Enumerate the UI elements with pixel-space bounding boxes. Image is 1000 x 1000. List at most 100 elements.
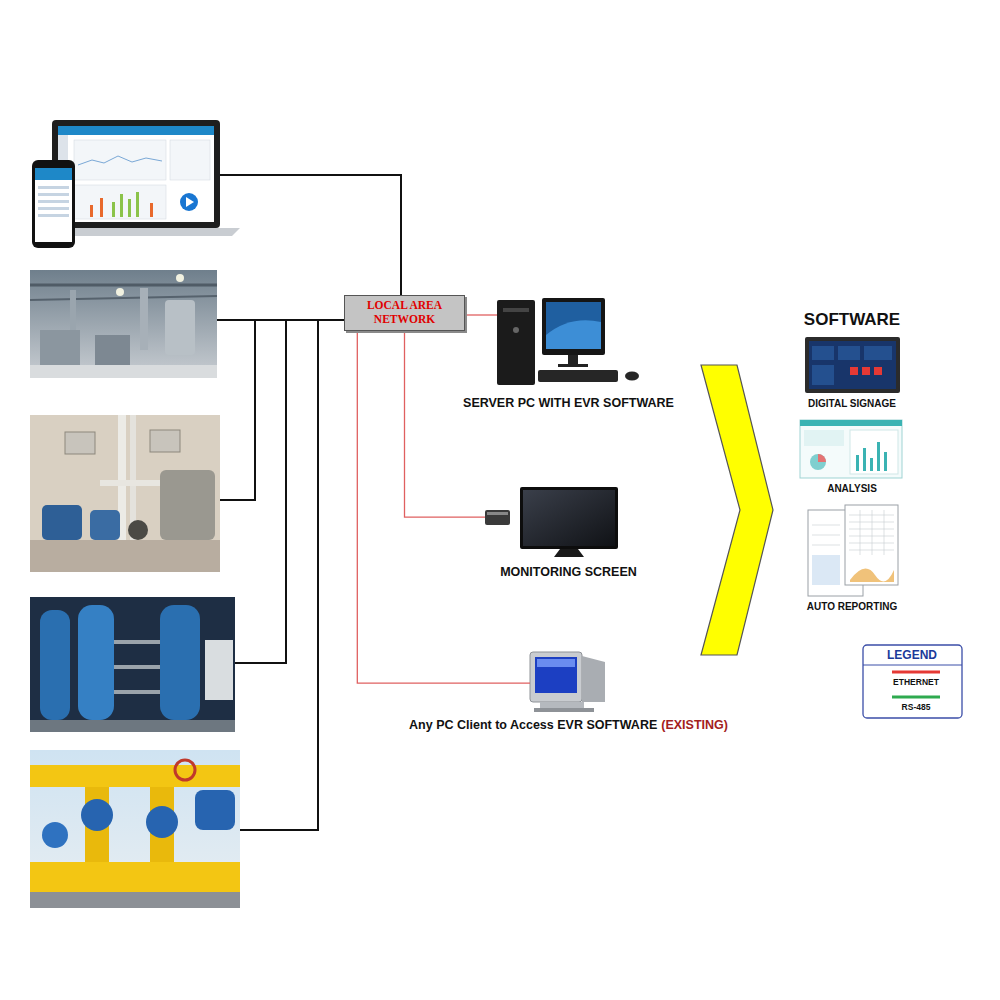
monitoring-screen-picture-shape <box>523 490 615 546</box>
laptop-picture-shape <box>150 203 153 217</box>
server-pc-picture-shape <box>568 355 578 365</box>
laptop-picture-shape <box>128 199 131 217</box>
plant-room-picture-shape <box>30 415 220 572</box>
auto-reporting-picture-shape <box>812 555 840 585</box>
analysis-picture <box>800 420 902 478</box>
analysis-picture-shape <box>818 454 826 462</box>
server-pc-picture-shape <box>503 308 529 312</box>
plant-room-picture-shape <box>30 540 220 572</box>
laptop-picture-shape <box>35 168 72 180</box>
gas-pipeline-picture <box>30 750 240 908</box>
gas-pipeline-picture-shape <box>30 862 240 892</box>
ethernet-link <box>405 331 486 518</box>
monitoring-screen-picture-shape <box>554 549 584 557</box>
pc-client-picture-shape <box>537 659 575 667</box>
gas-pipeline-picture-shape <box>30 892 240 908</box>
digital-signage-picture-shape <box>838 346 860 360</box>
water-treatment-picture-shape <box>114 640 160 644</box>
factory-picture-shape <box>30 284 217 287</box>
laptop-picture-shape <box>38 193 69 196</box>
water-treatment-picture-shape <box>30 597 235 732</box>
auto-reporting-picture-shape <box>849 522 894 523</box>
digital-signage-picture-shape <box>850 367 858 375</box>
factory-picture-shape <box>40 330 80 365</box>
plant-room-picture-shape <box>128 520 148 540</box>
client-node: Any PC Client to Access EVR SOFTWARE(EXI… <box>530 652 605 712</box>
gas-pipeline-picture-shape <box>195 790 235 830</box>
auto-reporting-picture-shape <box>812 535 840 536</box>
laptop-picture-shape <box>38 200 69 203</box>
factory-picture-shape <box>140 288 148 350</box>
pc-client-picture-shape <box>535 657 577 693</box>
water-treatment-picture-shape <box>205 640 233 700</box>
laptop-picture-shape <box>58 126 214 222</box>
laptop-picture-shape <box>186 197 194 207</box>
laptop-picture-shape <box>52 120 220 228</box>
gas-pipeline-picture-shape <box>146 806 178 838</box>
auto-reporting-picture-shape <box>812 510 894 555</box>
device-name: SERVER PC WITH EVR SOFTWARE <box>463 396 674 410</box>
pc-client-picture <box>530 652 605 712</box>
analysis-picture-shape <box>800 420 902 478</box>
legend-frame-shape <box>892 671 940 674</box>
server-pc-picture-shape <box>546 302 601 349</box>
factory-picture-shape <box>165 300 195 355</box>
water-treatment-picture-shape <box>40 610 70 720</box>
server-pc-picture-shape <box>538 370 618 382</box>
legend-title: LEGEND <box>887 648 937 662</box>
water-treatment-picture-shape <box>30 720 235 732</box>
auto-reporting-picture-shape <box>884 510 885 555</box>
analysis-picture-shape <box>870 458 873 471</box>
laptop-picture-shape <box>58 126 214 135</box>
analysis-picture-shape <box>800 420 902 426</box>
legend-frame-shape <box>863 665 962 666</box>
laptop-picture-shape <box>38 186 69 189</box>
auto-reporting-picture <box>808 505 898 596</box>
gas-pipeline-picture-shape <box>30 765 240 787</box>
flow-chevron-shape <box>701 365 773 655</box>
digital-signage-picture-shape <box>812 365 834 385</box>
auto-reporting-picture-shape <box>812 525 840 526</box>
digital-signage-picture-shape <box>805 337 900 393</box>
ethernet-link <box>465 314 497 315</box>
legend-frame-shape <box>863 645 962 718</box>
analysis-picture-shape <box>863 448 866 471</box>
laptop-picture-shape <box>74 185 166 219</box>
section-title: SOFTWARE <box>804 310 900 330</box>
digital-signage-picture <box>805 337 900 393</box>
digital-signage-picture-shape <box>812 346 834 360</box>
laptop-picture-shape <box>180 193 198 211</box>
laptop-picture-shape <box>136 192 139 217</box>
software-caption: ANALYSIS <box>827 483 877 494</box>
plant-room-picture-shape <box>160 470 215 540</box>
server-pc-picture-shape <box>546 320 601 349</box>
legend-frame <box>863 645 962 718</box>
field-wire-shape <box>240 320 318 830</box>
analysis-picture-shape <box>810 454 826 470</box>
analysis-picture-shape <box>884 452 887 471</box>
server-pc-picture-shape <box>542 298 605 355</box>
water-treatment-picture-shape <box>114 665 160 669</box>
plant-room-picture-shape <box>42 505 82 540</box>
auto-reporting-picture-shape <box>860 510 861 555</box>
auto-reporting-picture-shape <box>872 510 873 555</box>
field-wire-shape <box>217 175 401 295</box>
device-caption: MONITORING SCREEN <box>500 565 637 579</box>
digital-signage-picture-shape <box>809 341 896 389</box>
plant-room-picture-shape <box>65 432 95 454</box>
pc-client-picture-shape <box>534 708 594 712</box>
laptop-picture-shape <box>78 156 162 165</box>
factory-picture-shape <box>95 335 130 365</box>
water-treatment-picture <box>30 597 235 732</box>
gas-pipeline-picture-shape <box>30 750 240 908</box>
device-caption: SERVER PC WITH EVR SOFTWARE <box>463 396 674 410</box>
auto-reporting-picture-shape <box>849 550 894 551</box>
auto-reporting-picture-shape <box>849 515 894 516</box>
status-note: (EXISTING) <box>661 718 728 732</box>
factory-picture-shape <box>30 270 217 378</box>
device-name: MONITORING SCREEN <box>500 565 637 579</box>
gas-pipeline-picture-shape <box>42 822 68 848</box>
field-wire <box>217 175 401 830</box>
auto-reporting-picture-shape <box>850 569 894 582</box>
